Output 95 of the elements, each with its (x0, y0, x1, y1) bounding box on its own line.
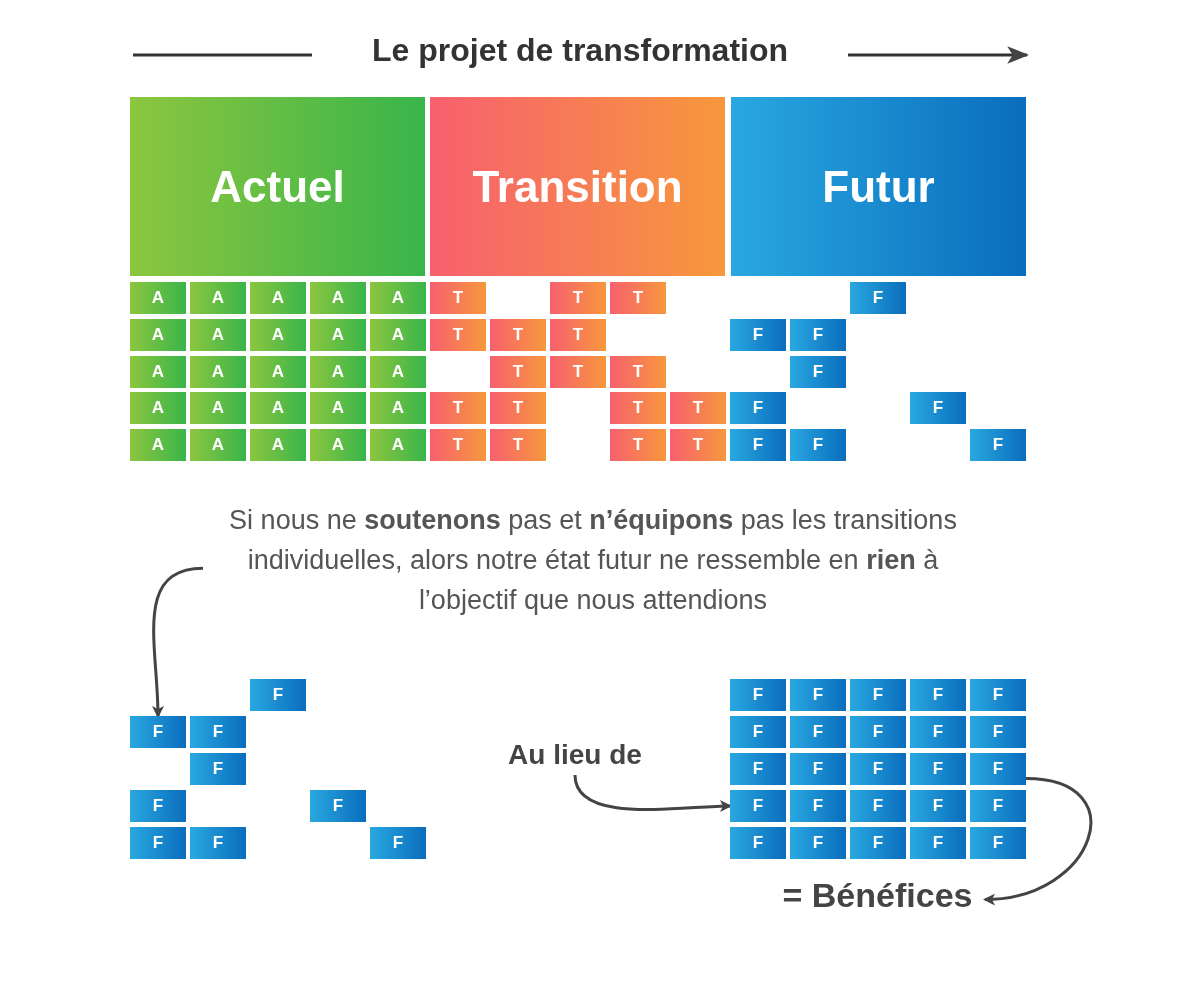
letter-tile: F (970, 790, 1026, 822)
letter-tile: F (910, 790, 966, 822)
letter-tile: T (490, 355, 546, 388)
letter-tile: F (850, 716, 906, 748)
letter-tile: A (130, 282, 186, 314)
letter-tile: A (190, 429, 246, 462)
letter-tile: T (430, 282, 486, 314)
letter-tile: F (790, 827, 846, 859)
letter-tile: A (370, 355, 426, 388)
letter-tile: F (970, 716, 1026, 748)
letter-tile: F (910, 753, 966, 785)
letter-tile: A (250, 429, 306, 462)
letter-tile: A (310, 282, 366, 314)
letter-tile: F (790, 429, 846, 462)
letter-tile: T (550, 282, 606, 314)
stage-header-box: Transition (430, 97, 725, 276)
letter-tile: T (610, 392, 666, 425)
letter-tile: F (970, 827, 1026, 859)
letter-tile: F (790, 318, 846, 351)
letter-tile: F (130, 827, 186, 859)
letter-tile: F (790, 753, 846, 785)
letter-tile: F (970, 679, 1026, 711)
letter-tile: T (490, 318, 546, 351)
letter-tile: F (130, 790, 186, 822)
letter-tile: A (310, 318, 366, 351)
letter-tile: T (610, 282, 666, 314)
letter-tile: F (790, 679, 846, 711)
letter-tile: F (250, 679, 306, 711)
letter-tile: A (250, 282, 306, 314)
letter-tile: A (370, 429, 426, 462)
letter-tile: F (790, 716, 846, 748)
letter-tile: A (310, 392, 366, 425)
curved-arrow (573, 774, 732, 813)
letter-tile: A (130, 318, 186, 351)
letter-tile: A (370, 318, 426, 351)
letter-tile: A (190, 318, 246, 351)
letter-tile: F (910, 392, 966, 425)
letter-tile: F (850, 679, 906, 711)
letter-tile: T (550, 318, 606, 351)
letter-tile: F (310, 790, 366, 822)
letter-tile: A (130, 392, 186, 425)
letter-tile: F (790, 790, 846, 822)
letter-tile: F (790, 355, 846, 388)
title-text: Le projet de transformation (370, 32, 789, 69)
letter-tile: A (250, 318, 306, 351)
letter-tile: A (370, 282, 426, 314)
letter-tile: F (190, 827, 246, 859)
letter-tile: T (670, 429, 726, 462)
letter-tile: T (430, 392, 486, 425)
letter-tile: F (190, 753, 246, 785)
curved-arrow (983, 777, 1093, 905)
letter-tile: F (850, 282, 906, 314)
letter-tile: F (910, 679, 966, 711)
letter-tile: F (910, 716, 966, 748)
letter-tile: A (250, 355, 306, 388)
letter-tile: F (970, 429, 1026, 462)
letter-tile: F (730, 318, 786, 351)
letter-tile: F (730, 827, 786, 859)
letter-tile: F (730, 429, 786, 462)
letter-tile: F (730, 679, 786, 711)
letter-tile: F (850, 827, 906, 859)
curved-arrow (151, 566, 204, 718)
letter-tile: T (430, 318, 486, 351)
letter-tile: F (730, 392, 786, 425)
letter-tile: F (850, 790, 906, 822)
letter-tile: T (490, 392, 546, 425)
letter-tile: F (850, 753, 906, 785)
letter-tile: T (430, 429, 486, 462)
letter-tile: T (610, 429, 666, 462)
letter-tile: A (190, 355, 246, 388)
letter-tile: A (190, 392, 246, 425)
result-text: = Bénéfices (770, 872, 985, 918)
stage-header-box: Actuel (130, 97, 425, 276)
caption-text: Au lieu de (495, 735, 655, 775)
stage-header-box: Futur (731, 97, 1026, 276)
letter-tile: F (730, 716, 786, 748)
letter-tile: T (490, 429, 546, 462)
letter-tile: F (910, 827, 966, 859)
letter-tile: A (190, 282, 246, 314)
letter-tile: F (730, 790, 786, 822)
letter-tile: A (310, 429, 366, 462)
letter-tile: F (130, 716, 186, 748)
letter-tile: T (670, 392, 726, 425)
letter-tile: A (130, 429, 186, 462)
letter-tile: A (310, 355, 366, 388)
letter-tile: A (130, 355, 186, 388)
letter-tile: F (970, 753, 1026, 785)
letter-tile: F (190, 716, 246, 748)
letter-tile: A (250, 392, 306, 425)
letter-tile: T (610, 355, 666, 388)
letter-tile: F (730, 753, 786, 785)
letter-tile: A (370, 392, 426, 425)
note-text: Si nous ne soutenons pas et n’équipons pas les transitions individuelles, alors notre état futur ne ressemble en rien à l’objectif que nous attendions (203, 500, 983, 624)
letter-tile: T (550, 355, 606, 388)
letter-tile: F (370, 827, 426, 859)
